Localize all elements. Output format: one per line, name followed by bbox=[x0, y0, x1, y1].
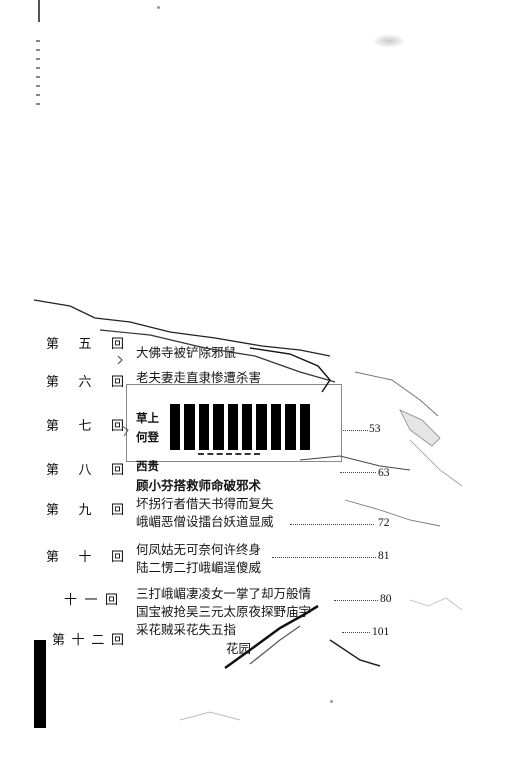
chapter-label: 十一回 bbox=[64, 593, 118, 608]
overlay-chapter-text: 何登 bbox=[136, 430, 159, 444]
page-number: 63 bbox=[378, 467, 390, 479]
chapter-title-line: 陆二愣二打峨嵋逞傻威 bbox=[136, 560, 262, 575]
dot-leader bbox=[290, 524, 374, 525]
chapter-title-line: 国宝被抢吴三元太原夜探野庙宇 bbox=[136, 604, 312, 619]
page-number: 80 bbox=[380, 593, 392, 605]
page-number: 81 bbox=[378, 550, 390, 562]
chapter-label: 第七回 bbox=[46, 419, 124, 434]
dash-line bbox=[198, 453, 260, 455]
chapter-label: 第九回 bbox=[46, 503, 124, 518]
chapter-label: 第六回 bbox=[46, 375, 124, 390]
chapter-label: 第十回 bbox=[46, 550, 124, 565]
chapter-title-line: 老夫妻走直隶惨遭杀害 bbox=[136, 370, 262, 385]
dot-leader bbox=[342, 632, 370, 633]
overlay-chapter-text: 西贵 bbox=[136, 459, 159, 473]
spine-mark bbox=[38, 0, 40, 22]
dot-leader bbox=[334, 600, 378, 601]
page-number: 72 bbox=[378, 517, 390, 529]
chapter-label: 第五回 bbox=[46, 337, 124, 352]
page-number: 53 bbox=[369, 423, 381, 435]
scan-smudge bbox=[372, 34, 406, 48]
spine-dots bbox=[36, 40, 40, 110]
chapter-title-line: 峨嵋恶僧设擂台妖道显威 bbox=[136, 514, 274, 529]
dot-leader bbox=[272, 557, 376, 558]
redaction-bars bbox=[170, 404, 311, 450]
page-number: 101 bbox=[372, 626, 390, 638]
chapter-title-line: 何凤姑无可奈何许终身 bbox=[136, 542, 262, 557]
chapter-label: 第十二回 bbox=[52, 633, 124, 648]
scan-speck bbox=[330, 700, 333, 703]
scan-edge-shadow bbox=[34, 640, 46, 728]
chapter-title-line: 采花贼采花失五指 bbox=[136, 622, 237, 637]
chapter-title-line: 顾小芬搭救师命破邪术 bbox=[136, 478, 262, 493]
dot-leader bbox=[340, 472, 376, 473]
scan-speck bbox=[157, 6, 160, 9]
chapter-title-line: 三打峨嵋凄凌女一掌了却万般情 bbox=[136, 586, 312, 601]
chapter-title-line: 坏拐行者借天书得而复失 bbox=[136, 496, 274, 511]
chapter-label: 第八回 bbox=[46, 463, 124, 478]
overlay-chapter-text: 草上 bbox=[136, 411, 159, 425]
